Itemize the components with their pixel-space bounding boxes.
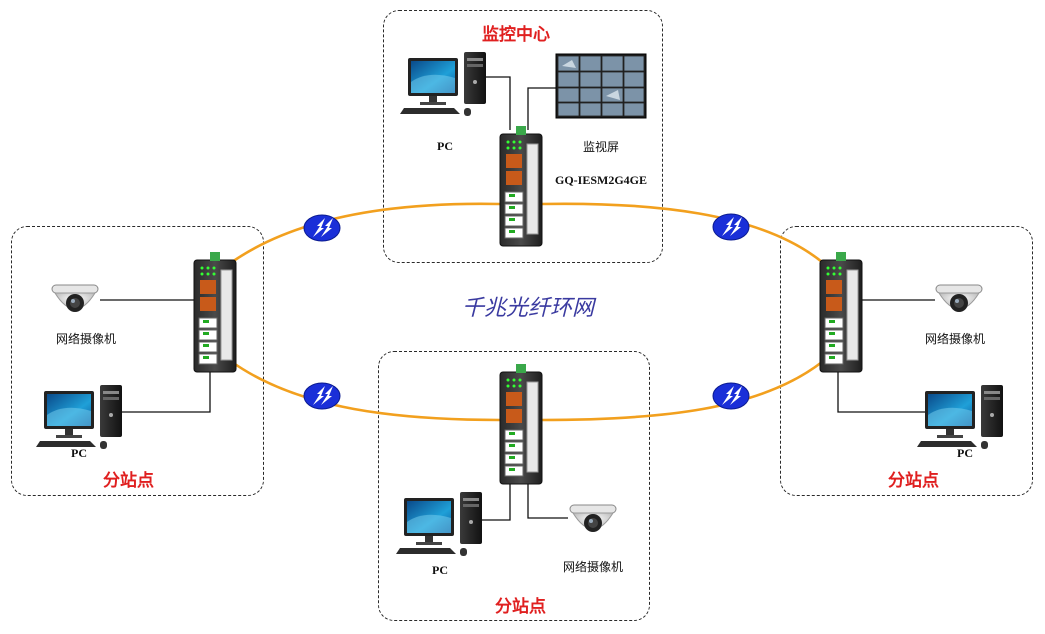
right-camera-label: 网络摄像机: [925, 332, 986, 346]
pc-icon: [396, 492, 482, 556]
pc-icon: [400, 52, 486, 116]
switch-icon: [193, 251, 237, 373]
pc-icon: [917, 385, 1003, 449]
camera-icon: [935, 284, 983, 313]
bottom-site-title: 分站点: [495, 597, 546, 617]
switch-icon: [499, 125, 543, 247]
ring-label: 千兆光纤环网: [462, 296, 595, 321]
bottom-camera-label: 网络摄像机: [563, 560, 624, 574]
bottom-pc-label: PC: [432, 563, 448, 577]
center-site-title: 监控中心: [482, 25, 550, 45]
center-site-box: [383, 10, 663, 263]
left-site-title: 分站点: [103, 471, 154, 491]
fiber-link-icon: [712, 213, 750, 241]
bottom-site-box: [378, 351, 650, 621]
center-screen-label: 监视屏: [583, 140, 620, 154]
fiber-ring: [231, 202, 823, 422]
fiber-link-icon: [303, 382, 341, 410]
right-site-box: [780, 226, 1033, 496]
switch-icon: [819, 251, 863, 373]
camera-icon: [51, 284, 99, 313]
center-pc-label: PC: [437, 139, 453, 153]
switch-model-label: GQ-IESM2G4GE: [555, 173, 648, 187]
left-site-box: [11, 226, 264, 496]
left-camera-label: 网络摄像机: [56, 332, 117, 346]
switch-icon: [499, 363, 543, 485]
cables: [100, 76, 935, 521]
left-pc-label: PC: [71, 446, 87, 460]
monitor-wall-icon: [555, 53, 647, 119]
camera-icon: [569, 504, 617, 533]
pc-icon: [36, 385, 122, 449]
fiber-link-icon: [303, 214, 341, 242]
fiber-link-icon: [712, 382, 750, 410]
right-site-title: 分站点: [888, 471, 939, 491]
right-pc-label: PC: [957, 446, 973, 460]
